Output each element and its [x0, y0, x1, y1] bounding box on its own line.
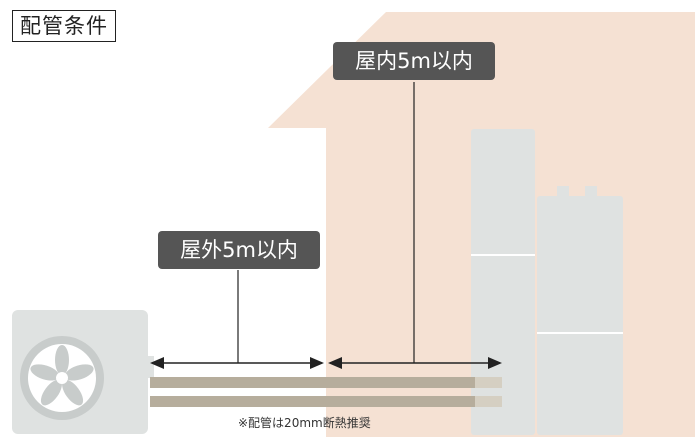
pipes — [150, 377, 502, 407]
indoor-tank-tall — [471, 129, 535, 435]
section-title: 配管条件 — [12, 10, 116, 42]
indoor-limit-label: 屋内5m以内 — [333, 42, 495, 80]
fan-icon — [20, 336, 104, 420]
indoor-tank-short — [537, 186, 623, 435]
outdoor-unit — [12, 310, 154, 434]
indoor-arrow-icon — [328, 357, 502, 369]
insulation-note: ※配管は20mm断熱推奨 — [238, 416, 371, 430]
outdoor-arrow-icon — [150, 357, 324, 369]
outdoor-limit-label: 屋外5m以内 — [158, 231, 320, 269]
